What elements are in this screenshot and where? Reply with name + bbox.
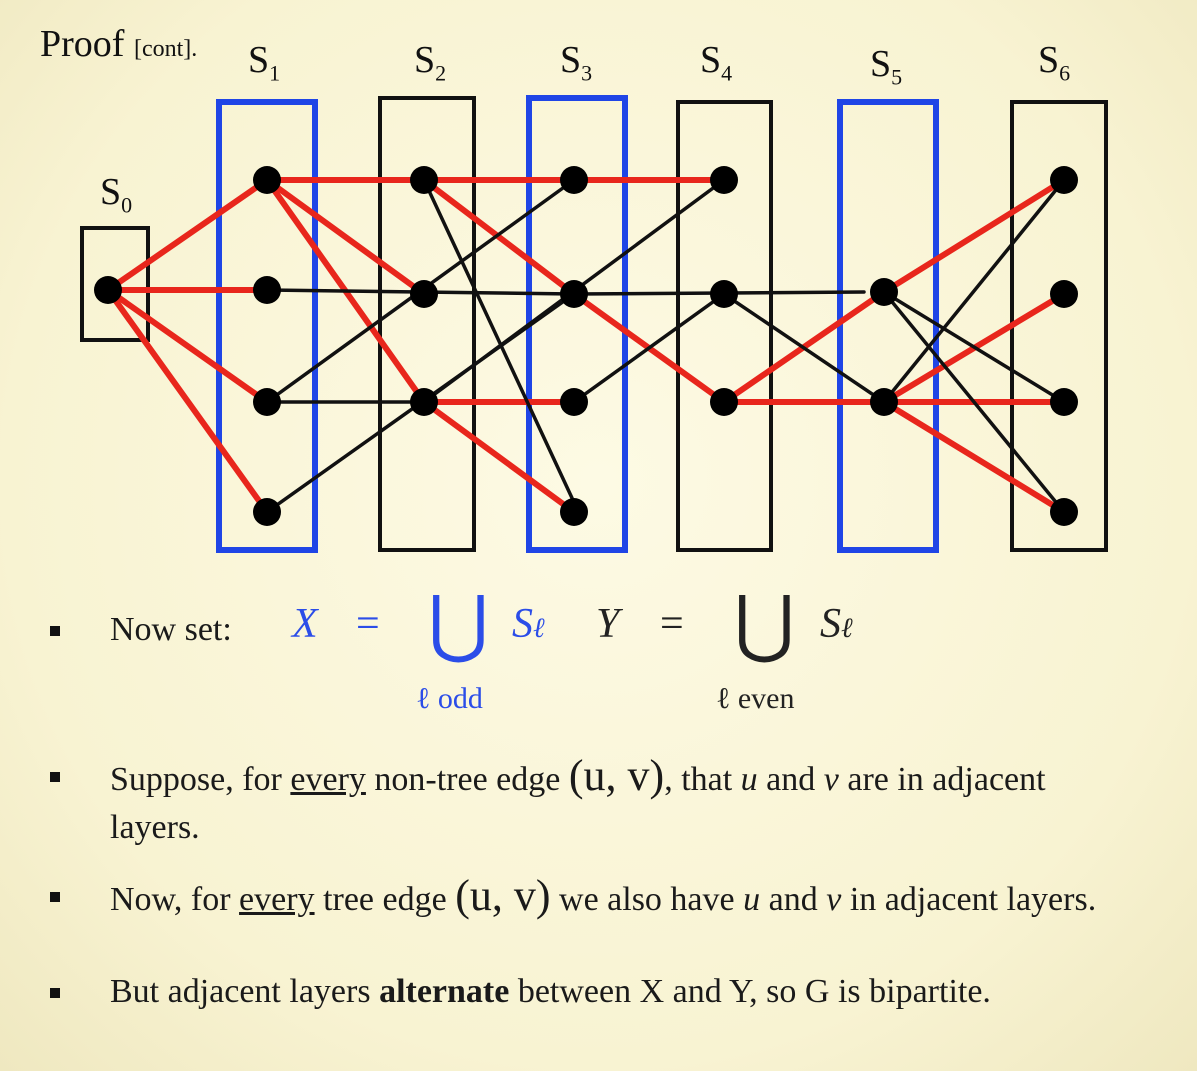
tree-edges: [105, 177, 1067, 515]
vertex: [410, 388, 438, 416]
vertex: [253, 276, 281, 304]
layer-label-s5: S5: [870, 43, 903, 90]
tree-edge: [105, 177, 270, 293]
tree-edge: [264, 177, 427, 297]
now-set-label: Now set:: [110, 611, 232, 648]
layer-label-s1: S1: [248, 39, 281, 86]
y-lhs: Y: [596, 601, 620, 647]
vertex: [253, 498, 281, 526]
non-tree-edge: [882, 290, 1066, 404]
vertex: [710, 280, 738, 308]
y-set: Sℓ: [820, 601, 853, 647]
bullet-marker: [50, 772, 60, 782]
y-index-condition: ℓ even: [716, 682, 795, 715]
y-union-symbol: ⋃: [734, 583, 795, 665]
tree-edge: [105, 287, 270, 405]
vertex: [1050, 388, 1078, 416]
vertices: [94, 166, 1078, 526]
non-tree-edge: [882, 290, 1066, 514]
x-union-symbol: ⋃: [428, 583, 489, 665]
vertex: [710, 166, 738, 194]
x-index-condition: ℓ odd: [416, 682, 483, 715]
layer-box-s1: [216, 99, 318, 553]
slide-title: Proof [cont].: [40, 22, 197, 66]
vertex: [560, 280, 588, 308]
x-set: Sℓ: [512, 601, 545, 647]
vertex: [560, 498, 588, 526]
bfs-layer-diagram: [80, 95, 1108, 553]
title-suffix: [cont].: [133, 36, 198, 62]
non-tree-edge: [572, 292, 726, 404]
x-lhs: X: [292, 601, 318, 647]
layer-label-s3: S3: [560, 39, 593, 86]
bullet-conclusion: But adjacent layers alternate between X …: [110, 973, 991, 1010]
layer-label-s2: S2: [414, 39, 447, 86]
vertex: [253, 388, 281, 416]
x-equals: =: [356, 601, 380, 647]
vertex: [1050, 498, 1078, 526]
vertex: [1050, 280, 1078, 308]
tree-edge: [421, 177, 577, 297]
vertex: [560, 166, 588, 194]
vertex: [1050, 166, 1078, 194]
vertex: [710, 388, 738, 416]
vertex: [410, 166, 438, 194]
layer-box-s0: [80, 226, 150, 342]
bullet-marker: [50, 988, 60, 998]
vertex: [870, 278, 898, 306]
non-tree-edge: [882, 178, 1066, 404]
bullet-marker: [50, 626, 60, 636]
vertex: [94, 276, 122, 304]
bullet-marker: [50, 892, 60, 902]
vertex: [870, 388, 898, 416]
layer-label-s0: S0: [100, 171, 133, 218]
bullet-non-tree-edges: Suppose, for every non-tree edge (u, v),…: [110, 751, 1046, 847]
non-tree-edge: [722, 292, 886, 404]
vertex: [253, 166, 281, 194]
tree-edge: [105, 287, 270, 515]
layer-box-s5: [837, 99, 939, 553]
title-main: Proof: [40, 23, 125, 65]
layer-label-s6: S6: [1038, 39, 1071, 86]
non-tree-edge: [422, 178, 574, 500]
tree-edge: [421, 399, 577, 515]
tree-edge: [881, 399, 1067, 515]
layer-box-s2: [378, 96, 476, 552]
vertex: [560, 388, 588, 416]
vertex: [410, 280, 438, 308]
bullet-tree-edges: Now, for every tree edge (u, v) we also …: [110, 871, 1097, 920]
y-equals: =: [660, 601, 684, 647]
tree-edge: [881, 177, 1067, 295]
layer-label-s4: S4: [700, 39, 733, 86]
